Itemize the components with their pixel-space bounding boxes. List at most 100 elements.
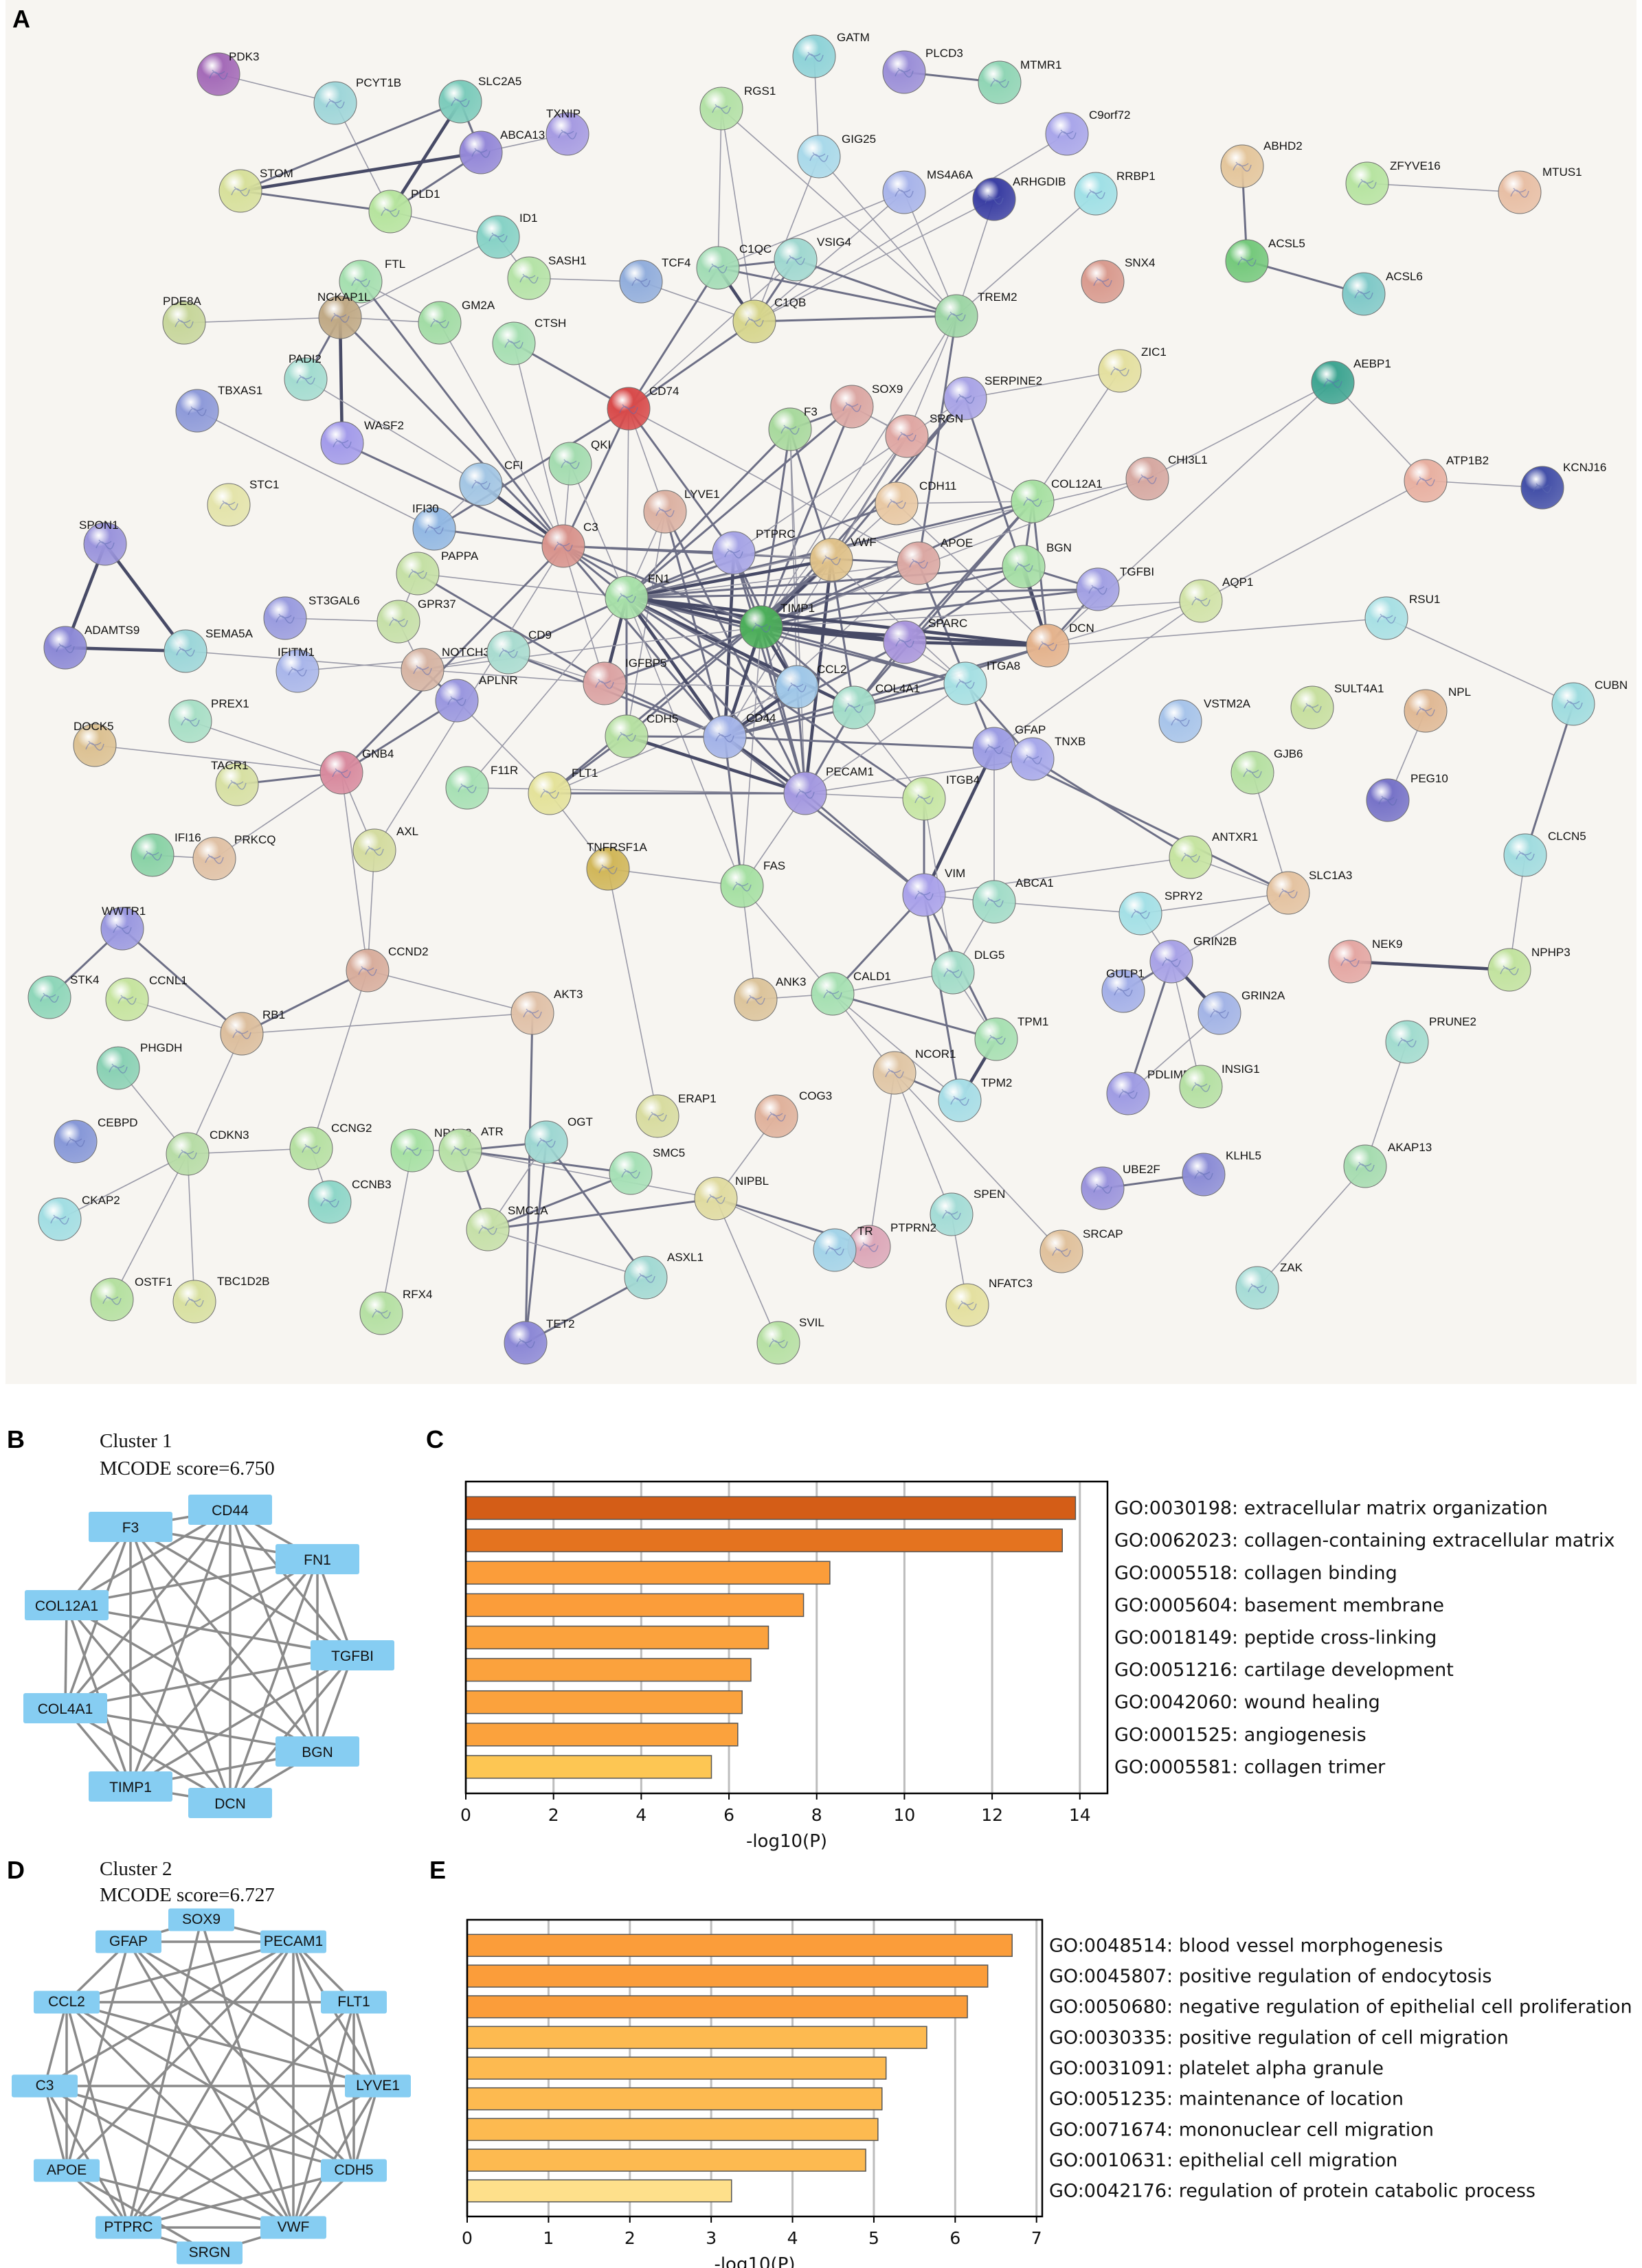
node-structure-cdh5 [617,732,636,742]
edge-f3-vwf [789,429,833,560]
c1-node-box-tgfbi [311,1640,394,1670]
node-structure-gm2a [430,318,449,328]
node-timp1: TIMP1 [739,602,815,649]
node-zfyve16: ZFYVE16 [1345,159,1441,205]
node-structure-timp1 [752,622,771,633]
c2-edge-pecam1-cdh5 [292,1941,355,2171]
node-structure-tnxb [1023,754,1042,764]
chartC-bar-8 [465,1755,712,1779]
node-structure-cdkn3 [178,1149,197,1159]
node-label-vim: VIM [945,867,965,880]
node-structure-zic1 [1110,366,1129,376]
node-padi2: PADI2 [284,352,328,401]
edge-antxr1-vim [923,857,1191,896]
node-peg10: PEG10 [1366,772,1448,822]
node-ifitm1: IFITM1 [275,646,319,693]
edge-tgfbi-fn1 [626,588,1099,599]
node-structure-cd74 [619,404,638,414]
node-structure-vim [914,890,934,900]
chartE-x-axis-label: -log10(P) [714,2254,795,2268]
node-structure-mtus1 [1510,188,1529,198]
node-structure-wwtr1 [113,924,132,934]
c2-node-label-ptprc: PTPRC [104,2219,153,2235]
panel-letter-d: D [7,1856,25,1884]
node-structure-c1qb [745,317,764,327]
node-structure-grin2a [1210,1008,1229,1019]
edge-id1-nckap1l [339,236,499,318]
c2-node-box-apoe [34,2159,100,2182]
chartC-tick-label-2: 4 [636,1805,646,1825]
node-cdh5: CDH5 [605,712,678,758]
edge-cdh11-fn1 [626,502,897,599]
node-ostf1: OSTF1 [90,1275,172,1322]
node-structure-c9orf72 [1057,129,1077,139]
c1-edge-f3-tgfbi [130,1526,353,1657]
node-ptprc: PTPRC [712,528,796,575]
c1-node-label-tgfbi: TGFBI [331,1648,374,1664]
node-label-cfi: CFI [504,459,523,472]
node-structure-nckap1l [330,313,350,323]
node-label-gatm: GATM [837,31,870,44]
edge-itga8-pecam1 [805,683,966,794]
edge-akt3-rb1 [241,1012,533,1034]
edge-col12a1-col4a1 [853,501,1034,708]
node-structure-tbxas1 [188,406,207,416]
edge-pappa-igfbp5 [417,572,605,685]
edge-ctsh-cd74 [513,342,629,410]
edge-akt3-tet2 [524,1012,534,1343]
node-label-clcn5: CLCN5 [1548,830,1586,843]
node-npl: NPL [1404,685,1471,733]
node-structure-aebp1 [1323,378,1342,388]
node-label-ccnd2: CCND2 [388,945,429,958]
c2-node-pecam1: PECAM1 [260,1930,326,1953]
c1-node-label-fn1: FN1 [304,1552,331,1568]
c1-node-label-bgn: BGN [302,1745,333,1760]
node-label-ccl2: CCL2 [817,663,846,676]
chartE-tick-label-3: 3 [706,2228,717,2248]
panel-letter-c: C [426,1425,444,1453]
node-structure-sult4a1 [1303,703,1322,713]
node-label-cubn: CUBN [1595,679,1628,692]
c1-node-label-col12a1: COL12A1 [35,1598,98,1614]
edge-sox9-fn1 [626,405,853,599]
node-label-nphp3: NPHP3 [1531,946,1571,959]
node-structure-aqp1 [1191,596,1211,606]
node-structure-igfbp5 [595,679,614,689]
node-sparc: SPARC [883,617,967,664]
node-akt3: AKT3 [510,988,583,1035]
chartC-category-label-2: GO:0005518: collagen binding [1114,1563,1397,1584]
c1-node-label-dcn: DCN [214,1796,246,1812]
edge-cdkn3-ckap2 [59,1153,188,1220]
node-label-mtmr1: MTMR1 [1020,58,1061,71]
chartE-category-label-0: GO:0048514: blood vessel morphogenesis [1049,1935,1443,1956]
c2-node-srgn: SRGN [177,2241,243,2265]
c2-node-label-sox9: SOX9 [182,1912,221,1927]
edge-gnb4-c3 [340,545,565,774]
node-label-gig25: GIG25 [842,133,876,146]
node-label-gulp1: GULP1 [1106,967,1145,980]
edge-ms4a6a-c1qb [754,192,905,322]
node-label-ftl: FTL [385,258,405,271]
node-dcn: DCN [1026,622,1094,668]
edge-fn1-cd44 [625,596,726,738]
node-ftl: FTL [339,258,405,304]
edge-tbxas1-ifi30 [196,410,435,530]
node-chi3l1: CHI3L1 [1125,453,1208,501]
node-structure-ccnd2 [358,966,377,976]
edge-stom-abca13 [240,150,482,193]
edge-nipbl-svil [715,1198,779,1343]
edge-prkcq-gnb4 [214,772,342,859]
node-gjb6: GJB6 [1230,747,1303,795]
node-structure-ccng2 [302,1144,321,1154]
chartE-bar-2 [466,1995,968,2019]
node-label-ogt: OGT [567,1115,593,1129]
node-structure-zfyve16 [1358,179,1377,189]
c2-edge-pecam1-ccl2 [66,1940,294,2004]
node-label-c1qc: C1QC [739,242,772,256]
node-structure-pappa [408,569,427,579]
c2-node-label-apoe: APOE [47,2162,87,2178]
node-label-cd9: CD9 [528,628,552,642]
node-structure-peg10 [1378,795,1397,806]
node-structure-pdk3 [209,69,228,80]
c2-node-box-sox9 [168,1908,234,1931]
